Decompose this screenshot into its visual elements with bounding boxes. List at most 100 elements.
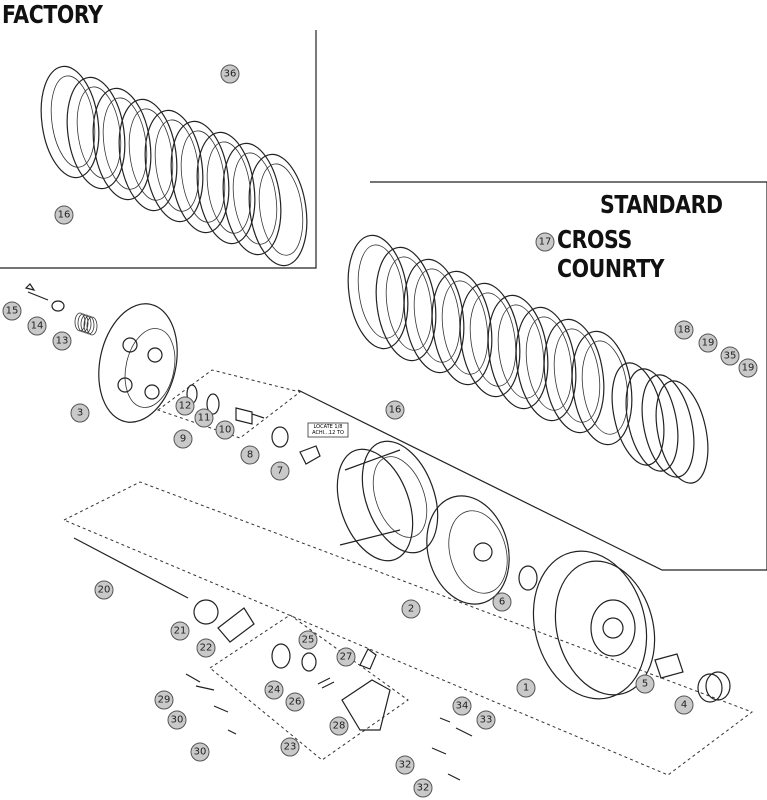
callout-c18: 18 <box>674 320 694 340</box>
callout-number: 28 <box>333 721 346 732</box>
bolts <box>431 717 473 781</box>
callout-c12: 12 <box>175 396 195 416</box>
callout-number: 19 <box>742 363 755 374</box>
pushrod <box>73 537 189 599</box>
thrust-washer <box>518 565 538 591</box>
callout-c1: 1 <box>516 678 536 698</box>
callout-number: 5 <box>642 679 648 690</box>
callout-c19b: 19 <box>738 358 758 378</box>
callout-c32b: 32 <box>413 778 433 798</box>
callout-c10: 10 <box>215 420 235 440</box>
group-23-parts <box>271 643 391 731</box>
callout-number: 1 <box>523 683 529 694</box>
clutch-hub <box>426 495 510 605</box>
callout-c28: 28 <box>329 716 349 736</box>
callout-c14: 14 <box>27 316 47 336</box>
bolt-washer-spring <box>24 283 98 336</box>
callout-c25: 25 <box>298 630 318 650</box>
callout-number: 6 <box>499 597 505 608</box>
callout-c22: 22 <box>196 638 216 658</box>
standard-plate-stack <box>347 234 633 446</box>
callout-c33: 33 <box>476 710 496 730</box>
callout-number: 24 <box>268 685 281 696</box>
callout-number: 23 <box>284 742 297 753</box>
clutch-basket <box>532 550 656 700</box>
callout-c4: 4 <box>674 695 694 715</box>
callout-c24: 24 <box>264 680 284 700</box>
small-screws <box>185 673 237 735</box>
cross-country-heading: CROSS COUNRTY <box>557 225 665 283</box>
callout-c27: 27 <box>336 647 356 667</box>
callout-c34: 34 <box>452 696 472 716</box>
callout-number: 29 <box>158 695 171 706</box>
callout-number: 2 <box>408 604 414 615</box>
clutch-pack <box>336 440 439 562</box>
callout-number: 17 <box>539 237 552 248</box>
callout-number: 21 <box>174 626 187 637</box>
callout-number: 18 <box>678 325 691 336</box>
spring-rings <box>611 362 709 484</box>
callout-number: 34 <box>456 701 469 712</box>
callout-c3: 3 <box>70 403 90 423</box>
callout-number: 13 <box>56 336 69 347</box>
callout-c30a: 30 <box>167 710 187 730</box>
group-9-parts <box>186 384 265 425</box>
group-9-outline <box>156 369 302 439</box>
callout-number: 36 <box>224 69 237 80</box>
callout-number: 3 <box>77 408 83 419</box>
callout-c15: 15 <box>2 301 22 321</box>
callout-c20: 20 <box>94 580 114 600</box>
o-ring <box>193 599 219 625</box>
callout-c35: 35 <box>720 346 740 366</box>
callout-c6: 6 <box>492 592 512 612</box>
nut-lockwasher <box>271 422 349 465</box>
callout-c36: 36 <box>220 64 240 84</box>
callout-c16b: 16 <box>385 400 405 420</box>
callout-number: 12 <box>179 401 192 412</box>
callout-c19a: 19 <box>698 333 718 353</box>
callout-number: 30 <box>194 747 207 758</box>
callout-c5: 5 <box>635 674 655 694</box>
stamp-text-2: ACHI...12 TO <box>312 430 344 436</box>
standard-heading: STANDARD <box>600 190 723 219</box>
callout-number: 33 <box>480 715 493 726</box>
standard-box <box>297 181 767 571</box>
factory-plate-stack <box>40 65 308 267</box>
callout-number: 10 <box>219 425 232 436</box>
callout-number: 15 <box>6 306 19 317</box>
stamp-text-1: LOCATE 1/8 <box>314 424 343 430</box>
bearing-bushing <box>654 653 731 703</box>
callout-number: 9 <box>180 434 186 445</box>
callout-c9: 9 <box>173 429 193 449</box>
callout-number: 7 <box>277 466 283 477</box>
callout-c7: 7 <box>270 461 290 481</box>
callout-number: 14 <box>31 321 44 332</box>
callout-c16a: 16 <box>54 205 74 225</box>
callout-c17: 17 <box>535 232 555 252</box>
group-23-outline <box>209 614 409 761</box>
pressure-plate <box>98 303 178 423</box>
callout-c13: 13 <box>52 331 72 351</box>
callout-c2: 2 <box>401 599 421 619</box>
callout-number: 16 <box>389 405 402 416</box>
callout-c8: 8 <box>240 445 260 465</box>
callout-c23: 23 <box>280 737 300 757</box>
callout-number: 19 <box>702 338 715 349</box>
callout-c21: 21 <box>170 621 190 641</box>
factory-heading: FACTORY <box>2 0 103 29</box>
callout-c32a: 32 <box>395 755 415 775</box>
callout-number: 25 <box>302 635 315 646</box>
callout-number: 20 <box>98 585 111 596</box>
callout-c11: 11 <box>194 408 214 428</box>
pushrod-outline <box>62 481 754 776</box>
factory-box <box>0 30 317 269</box>
callout-number: 27 <box>340 652 353 663</box>
callout-c30b: 30 <box>190 742 210 762</box>
callout-number: 8 <box>247 450 253 461</box>
callout-number: 11 <box>198 413 211 424</box>
callout-number: 35 <box>724 351 737 362</box>
callout-number: 26 <box>289 697 302 708</box>
gasket <box>217 607 255 643</box>
